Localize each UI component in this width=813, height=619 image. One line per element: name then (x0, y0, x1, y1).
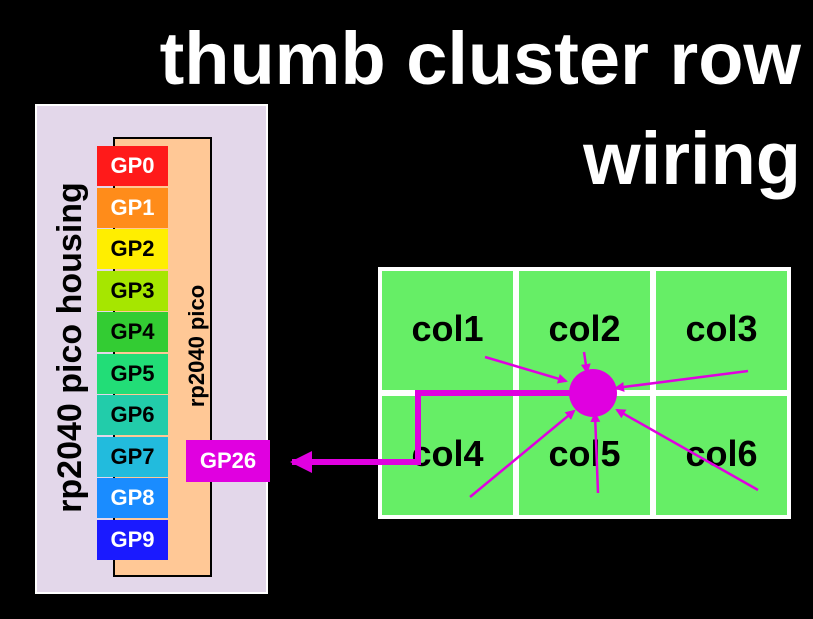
key-label: col6 (685, 433, 758, 474)
title-line-1: thumb cluster row (159, 17, 801, 100)
pin-gp4: GP4 (97, 312, 168, 352)
wire-col5 (590, 412, 601, 494)
wire-col4 (469, 409, 576, 498)
pin-gp6: GP6 (97, 395, 168, 435)
pin-gp8: GP8 (97, 478, 168, 518)
row-wire (290, 390, 572, 473)
pin-gp2: GP2 (97, 229, 168, 269)
pin-gp7: GP7 (97, 436, 168, 477)
wire-col2 (580, 351, 591, 374)
key-label: col5 (548, 433, 621, 474)
wire-col3 (614, 369, 749, 392)
key-label: col2 (548, 308, 621, 349)
wire-col1 (484, 355, 568, 384)
pin-gp9: GP9 (97, 519, 168, 560)
title-line-2: wiring (583, 117, 801, 200)
key-label: col1 (411, 308, 484, 349)
key-col4: col4 (382, 396, 513, 515)
pin-gp5: GP5 (97, 353, 168, 394)
key-col1: col1 (382, 271, 513, 390)
key-col5: col5 (519, 396, 650, 515)
pin-gp0: GP0 (97, 146, 168, 186)
key-col6: col6 (656, 396, 787, 515)
key-col3: col3 (656, 271, 787, 390)
key-label: col4 (411, 433, 484, 474)
row-hub (569, 369, 617, 417)
wire-col6 (615, 408, 759, 492)
pin-gp3: GP3 (97, 270, 168, 311)
pin-gp1: GP1 (97, 187, 168, 228)
pin-gp26: GP26 (186, 440, 270, 482)
key-label: col3 (685, 308, 758, 349)
